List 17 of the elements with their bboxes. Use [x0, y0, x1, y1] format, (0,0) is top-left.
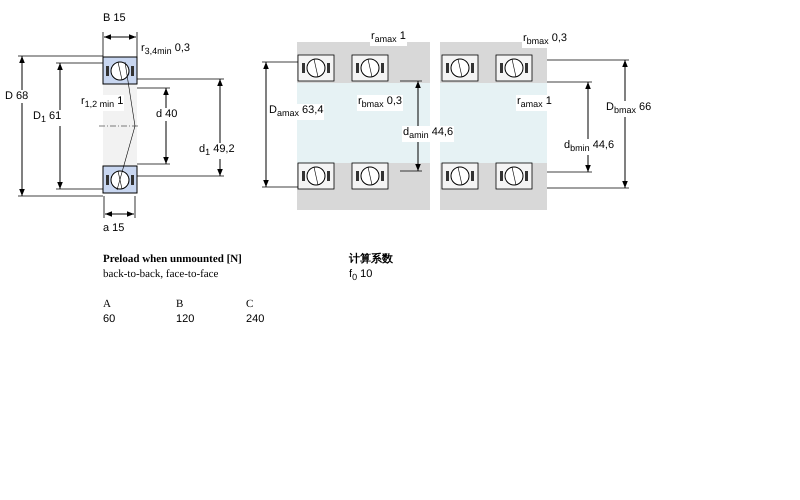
dimension-label: D$_{bmax}$ 66: [605, 101, 652, 118]
dimension-label: D$_{1}$ 61: [32, 110, 62, 126]
dimension-label: r$_{amax}$ 1: [516, 95, 553, 112]
dimension-label: d 40: [155, 108, 178, 121]
dimension-label: r$_{amax}$ 1: [370, 30, 407, 46]
section-heading: Preload when unmounted [N]: [102, 253, 243, 266]
dimension-label: r$_{3,4min}$ 0,3: [140, 42, 192, 58]
dimension-label: d$_{bmin}$ 44,6: [563, 139, 616, 156]
dimension-label: r$_{bmax}$ 0,3: [522, 32, 568, 48]
dimension-label: D$_{amax}$ 63,4: [268, 104, 324, 120]
dimension-label: D 68: [4, 90, 30, 103]
dimension-label: r$_{bmax}$ 0,3: [357, 95, 404, 112]
dimension-label: d$_{1}$ 49,2: [198, 143, 236, 160]
dimension-label: d$_{amin}$ 44,6: [402, 126, 454, 142]
section-heading: 计算系数: [348, 253, 394, 266]
note-text: back-to-back, face-to-face: [102, 268, 220, 281]
dimension-label: r$_{1,2 min}$ 1: [80, 95, 124, 112]
